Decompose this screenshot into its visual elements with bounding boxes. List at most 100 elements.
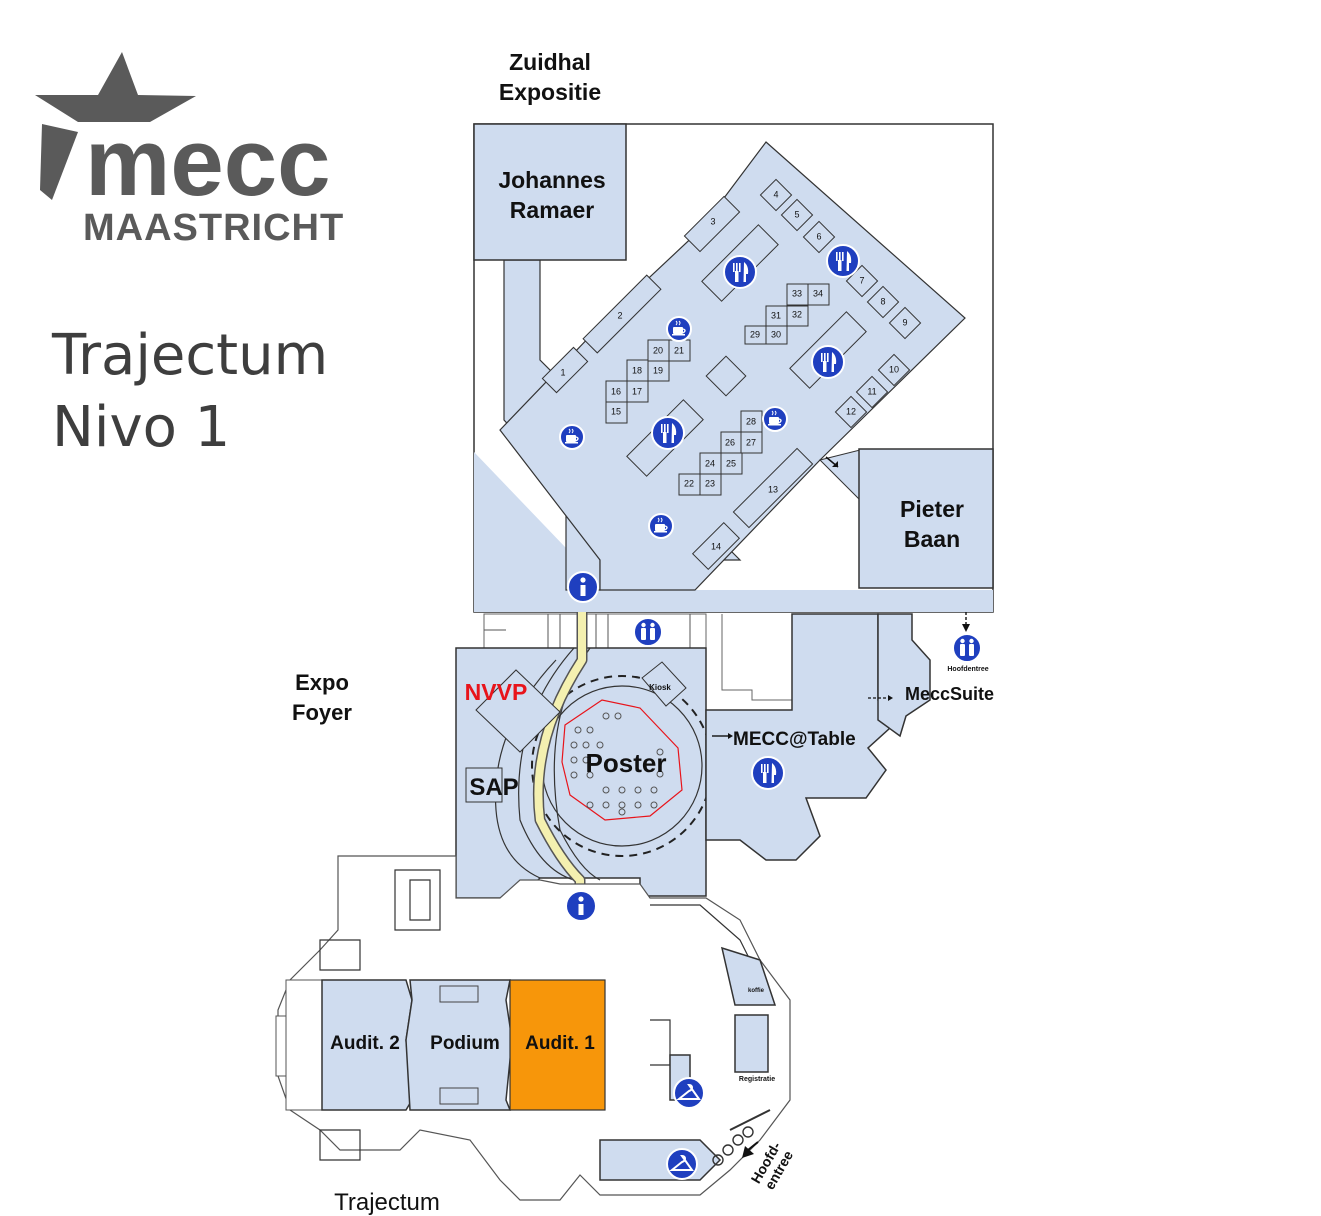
page-title-line2: Nivo 1 bbox=[52, 395, 230, 460]
booth[interactable]: 12 bbox=[834, 395, 868, 429]
coffee-icon[interactable] bbox=[762, 406, 788, 432]
booth[interactable]: 28 bbox=[746, 416, 756, 426]
audit1-label: Audit. 1 bbox=[525, 1033, 595, 1054]
coffee-icon[interactable] bbox=[666, 316, 692, 342]
svg-text:4: 4 bbox=[773, 189, 778, 199]
svg-text:10: 10 bbox=[889, 364, 899, 374]
svg-text:6: 6 bbox=[816, 231, 821, 241]
booth[interactable]: 13 bbox=[732, 447, 814, 529]
svg-text:11: 11 bbox=[867, 386, 876, 396]
nvvp-stand[interactable]: NVVP bbox=[465, 669, 561, 753]
room-johannes-ramaer[interactable]: Johannes Ramaer bbox=[473, 123, 627, 261]
mecc-table-label: MECC@Table bbox=[733, 729, 856, 750]
pieter-label-line2: Baan bbox=[904, 526, 960, 552]
zuidhal-label-line1: Zuidhal bbox=[509, 49, 591, 75]
coffee-icon[interactable] bbox=[559, 424, 585, 450]
page-title-line1: Trajectum bbox=[51, 323, 328, 388]
sap-label: SAP bbox=[469, 774, 518, 801]
room-audit-2[interactable]: Audit. 2 bbox=[321, 979, 413, 1111]
booth[interactable]: 21 bbox=[674, 345, 684, 355]
svg-text:2: 2 bbox=[617, 310, 622, 320]
kiosk[interactable]: Kiosk bbox=[641, 661, 687, 707]
booth[interactable]: 17 bbox=[632, 386, 642, 396]
booth[interactable]: 19 bbox=[653, 365, 663, 375]
registratie-label: Registratie bbox=[739, 1076, 775, 1083]
booth[interactable]: 24 bbox=[705, 458, 715, 468]
info-icon[interactable] bbox=[567, 571, 599, 603]
room-podium[interactable]: Podium bbox=[405, 979, 513, 1111]
svg-text:14: 14 bbox=[711, 541, 721, 551]
booth[interactable]: 15 bbox=[611, 406, 621, 416]
cloakroom-icon[interactable] bbox=[673, 1077, 705, 1109]
mecc-table-restaurant[interactable]: MECC@Table bbox=[705, 613, 931, 861]
poster-label: Poster bbox=[586, 748, 667, 778]
svg-text:8: 8 bbox=[880, 296, 885, 306]
poster-area[interactable]: Poster bbox=[561, 699, 683, 821]
cloakroom-icon[interactable] bbox=[666, 1148, 698, 1180]
booth[interactable]: 30 bbox=[771, 329, 781, 339]
corridor bbox=[483, 613, 793, 701]
expo-foyer-label-line2: Foyer bbox=[292, 700, 352, 725]
hoofdentree-label: Hoofd- entree bbox=[747, 1139, 796, 1193]
koffie-label: koffie bbox=[748, 988, 765, 994]
logo-city: MAASTRICHT bbox=[83, 207, 344, 249]
booth[interactable]: 22 bbox=[684, 478, 694, 488]
svg-text:12: 12 bbox=[846, 406, 856, 416]
pieter-label-line1: Pieter bbox=[900, 496, 964, 522]
booth[interactable]: 3 bbox=[683, 195, 741, 253]
trajectum-label: Trajectum bbox=[334, 1189, 440, 1216]
zuidhal-label-line2: Expositie bbox=[499, 79, 601, 105]
booth[interactable]: 16 bbox=[611, 386, 621, 396]
mecc-logo: mecc MAASTRICHT bbox=[35, 52, 344, 249]
booth[interactable]: 4 bbox=[759, 178, 793, 212]
logo-brand: mecc bbox=[85, 109, 331, 216]
booth[interactable]: 6 bbox=[802, 220, 836, 254]
booth[interactable]: 9 bbox=[888, 306, 922, 340]
hoofdentree-small-label: Hoofdentree bbox=[947, 666, 988, 673]
booth[interactable]: 5 bbox=[780, 198, 814, 232]
coffee-icon[interactable] bbox=[648, 513, 674, 539]
svg-text:5: 5 bbox=[794, 209, 799, 219]
restaurant-icon[interactable] bbox=[723, 255, 757, 289]
booth[interactable]: 32 bbox=[792, 309, 802, 319]
booth[interactable]: 27 bbox=[746, 437, 756, 447]
svg-text:3: 3 bbox=[710, 216, 715, 226]
booth[interactable]: 18 bbox=[632, 365, 642, 375]
booth[interactable]: 29 bbox=[750, 329, 760, 339]
booth[interactable]: 33 bbox=[792, 288, 802, 298]
svg-text:7: 7 bbox=[859, 275, 864, 285]
room-pieter-baan[interactable]: Pieter Baan bbox=[858, 448, 994, 589]
booth[interactable]: 31 bbox=[771, 310, 781, 320]
restaurant-icon[interactable] bbox=[826, 244, 860, 278]
booth[interactable]: 10 bbox=[877, 353, 911, 387]
info-icon[interactable] bbox=[565, 890, 597, 922]
restaurant-icon[interactable] bbox=[651, 416, 685, 450]
booth[interactable]: 2 bbox=[582, 274, 662, 354]
svg-text:1: 1 bbox=[560, 367, 565, 377]
kiosk-label: Kiosk bbox=[649, 683, 671, 692]
audit2-label: Audit. 2 bbox=[330, 1033, 400, 1054]
svg-text:13: 13 bbox=[768, 484, 778, 494]
booth[interactable]: 11 bbox=[855, 375, 889, 409]
booth[interactable]: 34 bbox=[813, 288, 823, 298]
booth[interactable]: 26 bbox=[725, 437, 735, 447]
booth[interactable]: 8 bbox=[866, 285, 900, 319]
booth[interactable]: 1 bbox=[541, 346, 589, 394]
sap-stand[interactable]: SAP bbox=[465, 767, 519, 803]
expo-foyer-label-line1: Expo bbox=[295, 670, 349, 695]
svg-text:9: 9 bbox=[902, 317, 907, 327]
booth[interactable]: 14 bbox=[691, 521, 741, 571]
nvvp-label: NVVP bbox=[465, 679, 528, 705]
restroom-icon[interactable] bbox=[952, 633, 982, 663]
room-audit-1[interactable]: Audit. 1 bbox=[509, 979, 606, 1111]
restaurant-icon[interactable] bbox=[811, 345, 845, 379]
booth[interactable]: 23 bbox=[705, 478, 715, 488]
booth[interactable]: 20 bbox=[653, 345, 663, 355]
johannes-label-line1: Johannes bbox=[498, 167, 605, 193]
johannes-label-line2: Ramaer bbox=[510, 197, 594, 223]
restaurant-icon[interactable] bbox=[751, 756, 785, 790]
booth[interactable]: 25 bbox=[726, 458, 736, 468]
podium-label: Podium bbox=[430, 1033, 500, 1054]
restroom-icon[interactable] bbox=[633, 617, 663, 647]
